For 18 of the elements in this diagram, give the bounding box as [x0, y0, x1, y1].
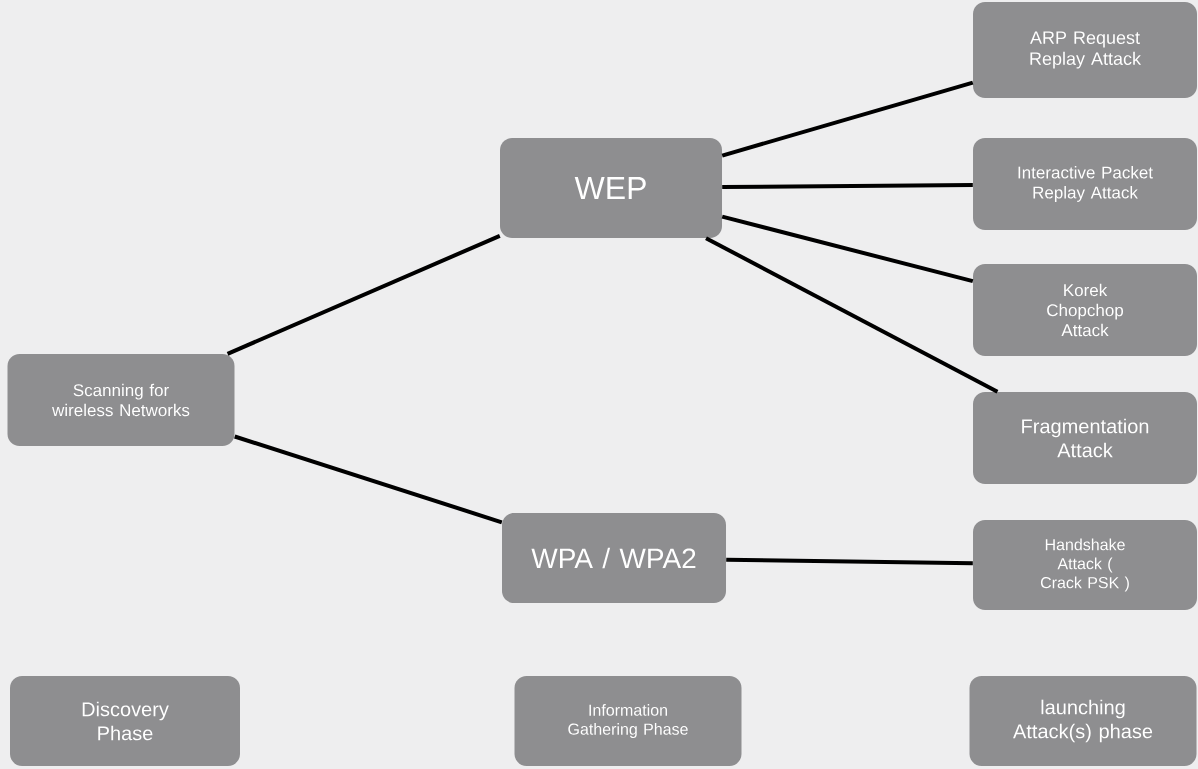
process-box: Scanning for wireless Networks — [7, 354, 235, 446]
connector-line — [721, 80, 974, 158]
connector-line — [705, 236, 999, 394]
connector-line — [722, 182, 973, 190]
connector-line — [721, 214, 974, 284]
process-box: WPA / WPA2 — [502, 513, 726, 603]
process-box: Fragmentation Attack — [973, 392, 1197, 484]
process-box: Discovery Phase — [10, 676, 240, 766]
process-box: WEP — [500, 138, 722, 238]
connector-line — [234, 434, 503, 525]
process-box: ARP Request Replay Attack — [973, 2, 1197, 98]
process-box: Handshake Attack ( Crack PSK ) — [973, 520, 1197, 610]
process-box: Information Gathering Phase — [514, 676, 742, 766]
connector-line — [726, 557, 973, 566]
process-box: Interactive Packet Replay Attack — [973, 138, 1197, 230]
connector-line — [226, 234, 501, 356]
process-box: launching Attack(s) phase — [969, 676, 1197, 766]
process-box: Korek Chopchop Attack — [973, 264, 1197, 356]
